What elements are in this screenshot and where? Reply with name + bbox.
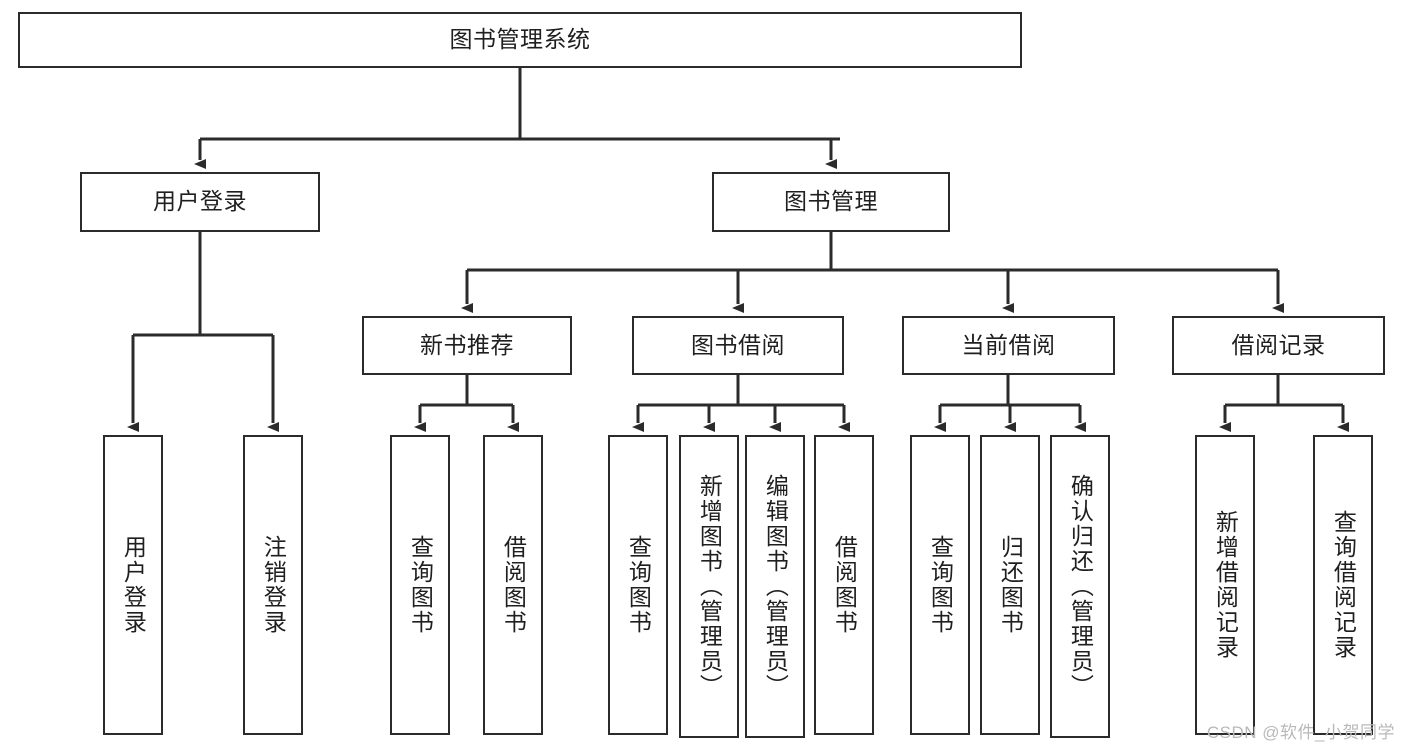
leaf-node-label: 查询借阅记录 [1330, 510, 1357, 660]
leaf-node[interactable]: 编辑图书（管理员） [745, 435, 805, 738]
leaf-node[interactable]: 借阅图书 [483, 435, 543, 735]
leaf-node-label: 注销登录 [260, 535, 287, 635]
leaf-node[interactable]: 确认归还（管理员） [1050, 435, 1110, 738]
node-book-borrow[interactable]: 图书借阅 [632, 316, 844, 375]
leaf-node[interactable]: 注销登录 [243, 435, 303, 735]
node-borrow-record[interactable]: 借阅记录 [1172, 316, 1385, 375]
node-new-book-recommend[interactable]: 新书推荐 [362, 316, 572, 375]
node-user-login[interactable]: 用户登录 [80, 172, 320, 232]
node-book-management-label: 图书管理 [784, 188, 878, 215]
leaf-node-label: 查询图书 [407, 535, 434, 635]
leaf-node[interactable]: 新增图书（管理员） [679, 435, 739, 738]
leaf-node-label: 归还图书 [997, 535, 1024, 635]
leaf-node-label: 新增借阅记录 [1212, 510, 1239, 660]
leaf-node[interactable]: 查询图书 [910, 435, 970, 735]
leaf-node-label: 借阅图书 [831, 535, 858, 635]
leaf-node-label: 用户登录 [120, 535, 147, 635]
node-book-management[interactable]: 图书管理 [712, 172, 950, 232]
leaf-node[interactable]: 新增借阅记录 [1195, 435, 1255, 735]
leaf-node-label: 编辑图书（管理员） [762, 474, 789, 699]
node-current-borrow-label: 当前借阅 [961, 331, 1056, 358]
leaf-node[interactable]: 归还图书 [980, 435, 1040, 735]
leaf-node[interactable]: 查询借阅记录 [1313, 435, 1373, 735]
leaf-node-label: 借阅图书 [500, 535, 527, 635]
node-new-book-recommend-label: 新书推荐 [420, 331, 514, 358]
node-root[interactable]: 图书管理系统 [18, 12, 1022, 68]
leaf-node-label: 查询图书 [927, 535, 954, 635]
leaf-node[interactable]: 借阅图书 [814, 435, 874, 735]
node-borrow-record-label: 借阅记录 [1231, 331, 1326, 358]
leaf-node[interactable]: 查询图书 [390, 435, 450, 735]
node-current-borrow[interactable]: 当前借阅 [902, 316, 1115, 375]
leaf-node[interactable]: 用户登录 [103, 435, 163, 735]
leaf-node-label: 查询图书 [625, 535, 652, 635]
node-root-label: 图书管理系统 [449, 26, 591, 53]
leaf-node-label: 新增图书（管理员） [696, 474, 723, 699]
node-user-login-label: 用户登录 [153, 188, 247, 215]
leaf-node-label: 确认归还（管理员） [1067, 474, 1094, 699]
node-book-borrow-label: 图书借阅 [691, 331, 785, 358]
leaf-node[interactable]: 查询图书 [608, 435, 668, 735]
